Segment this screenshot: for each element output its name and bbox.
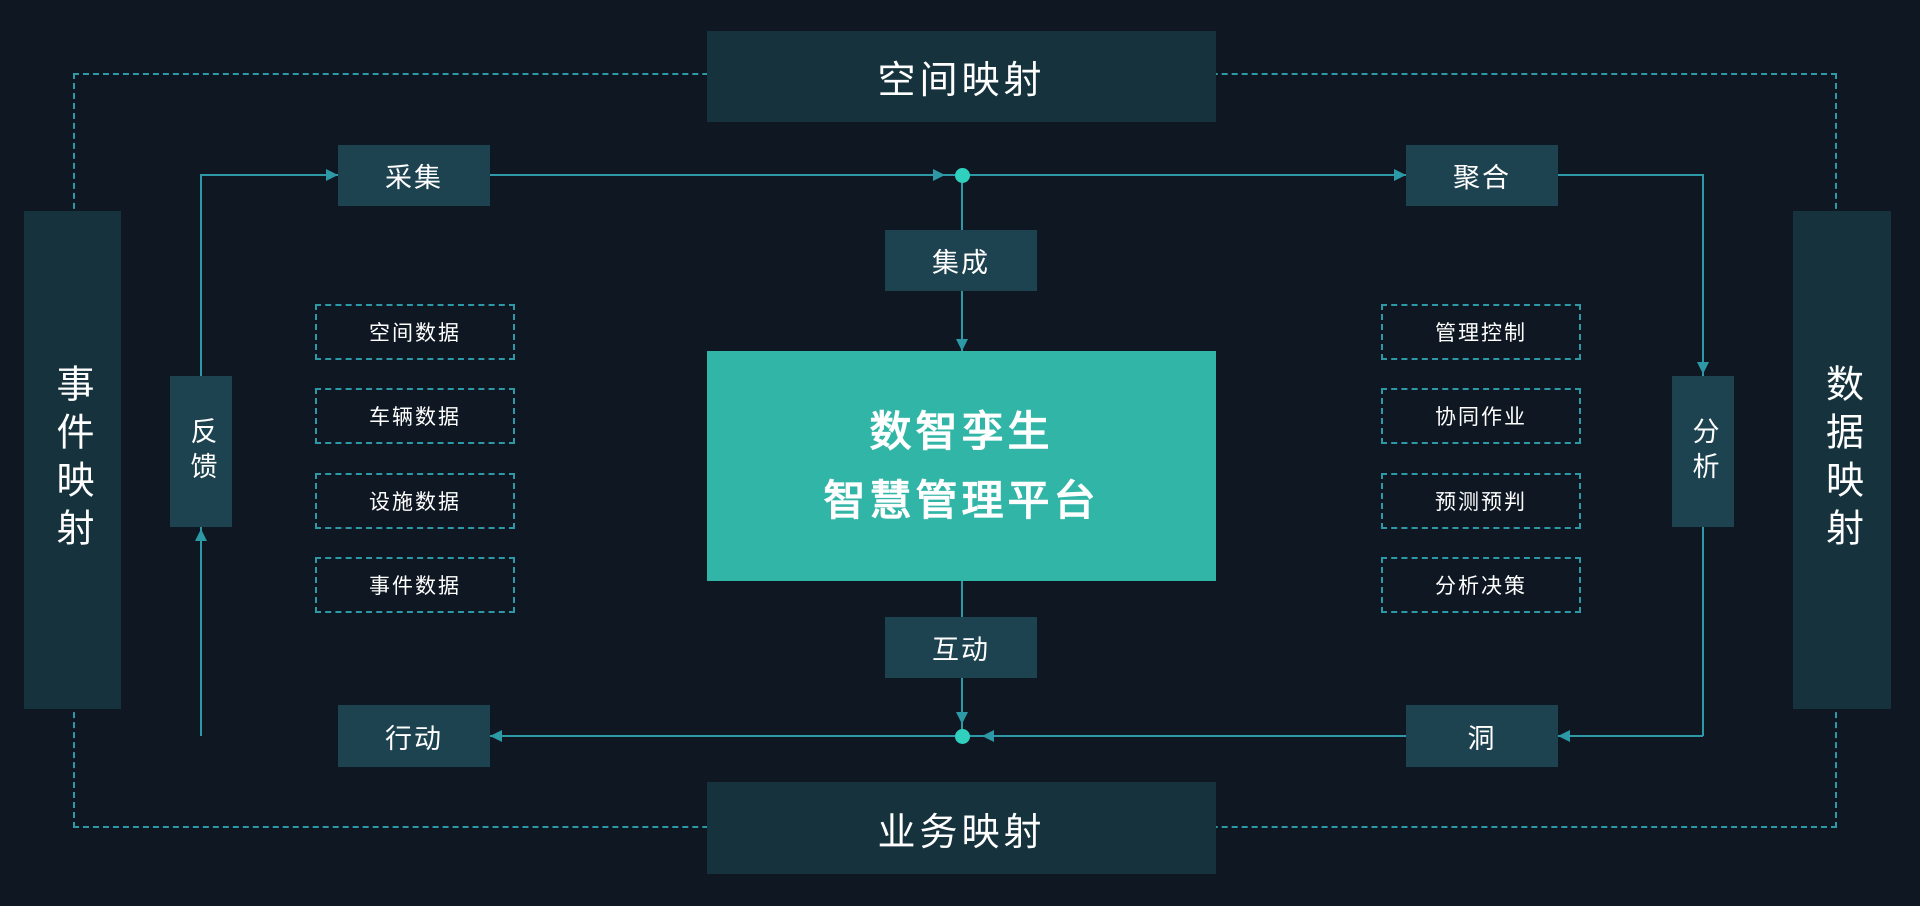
list-item-label: 分析决策 [1435,574,1527,598]
node-analyze-label: 分析 [1687,416,1719,487]
panel-space-mapping-label: 空间映射 [877,58,1046,102]
arrow-down-icon [956,339,968,351]
center-platform: 数智孪生 智慧管理平台 [707,351,1216,581]
node-interact: 互动 [885,617,1037,678]
node-insight-label: 洞 [1467,723,1497,755]
arrow-left-icon [982,730,994,742]
node-feedback-label: 反馈 [185,416,217,487]
list-item-vehicle-data: 车辆数据 [315,388,515,444]
list-item-analysis-decision: 分析决策 [1381,557,1581,613]
node-interact-label: 互动 [932,635,990,666]
arrow-left-icon [1558,730,1570,742]
arrow-right-icon [933,169,945,181]
node-collect-label: 采集 [385,163,443,194]
node-feedback: 反馈 [170,376,232,527]
arrow-down-icon [1697,362,1709,374]
node-analyze: 分析 [1672,376,1734,527]
list-item-facility-data: 设施数据 [315,473,515,529]
arrow-right-icon [1394,169,1406,181]
list-item-management-control: 管理控制 [1381,304,1581,360]
connector-bottom-main [490,735,1406,737]
node-integrate-label: 集成 [932,248,990,279]
connector-top-main [490,174,1406,176]
junction-dot-top [955,168,970,183]
center-platform-title-line2: 智慧管理平台 [823,476,1100,525]
node-aggregate-label: 聚合 [1453,163,1511,194]
list-item-label: 管理控制 [1435,321,1527,345]
panel-data-mapping: 数据映射 [1793,211,1891,709]
connector-bottom-right [1558,735,1703,737]
list-item-label: 设施数据 [369,490,461,514]
panel-event-mapping: 事件映射 [24,211,121,709]
list-item-label: 事件数据 [369,574,461,598]
node-action-label: 行动 [385,723,443,755]
arrow-down-icon [956,712,968,724]
panel-data-mapping-label: 数据映射 [1819,364,1864,556]
arrow-right-icon [326,169,338,181]
connector-top-left [201,174,338,176]
center-platform-title-line1: 数智孪生 [869,406,1054,456]
panel-space-mapping: 空间映射 [707,31,1216,122]
junction-dot-bottom [955,729,970,744]
arrow-left-icon [490,730,502,742]
list-item-label: 车辆数据 [369,405,461,429]
connector-top-right [1558,174,1703,176]
list-item-label: 空间数据 [369,321,461,345]
panel-business-mapping: 业务映射 [707,782,1216,874]
list-item-collaboration: 协同作业 [1381,388,1581,444]
list-item-event-data: 事件数据 [315,557,515,613]
node-integrate: 集成 [885,230,1037,291]
panel-event-mapping-label: 事件映射 [50,364,94,556]
node-collect: 采集 [338,145,490,206]
node-insight: 洞 [1406,705,1558,767]
list-item-label: 协同作业 [1435,405,1527,429]
panel-business-mapping-label: 业务映射 [877,809,1046,854]
arrow-up-icon [195,529,207,541]
list-item-label: 预测预判 [1435,490,1527,514]
list-item-space-data: 空间数据 [315,304,515,360]
node-aggregate: 聚合 [1406,145,1558,206]
list-item-prediction: 预测预判 [1381,473,1581,529]
node-action: 行动 [338,705,490,767]
